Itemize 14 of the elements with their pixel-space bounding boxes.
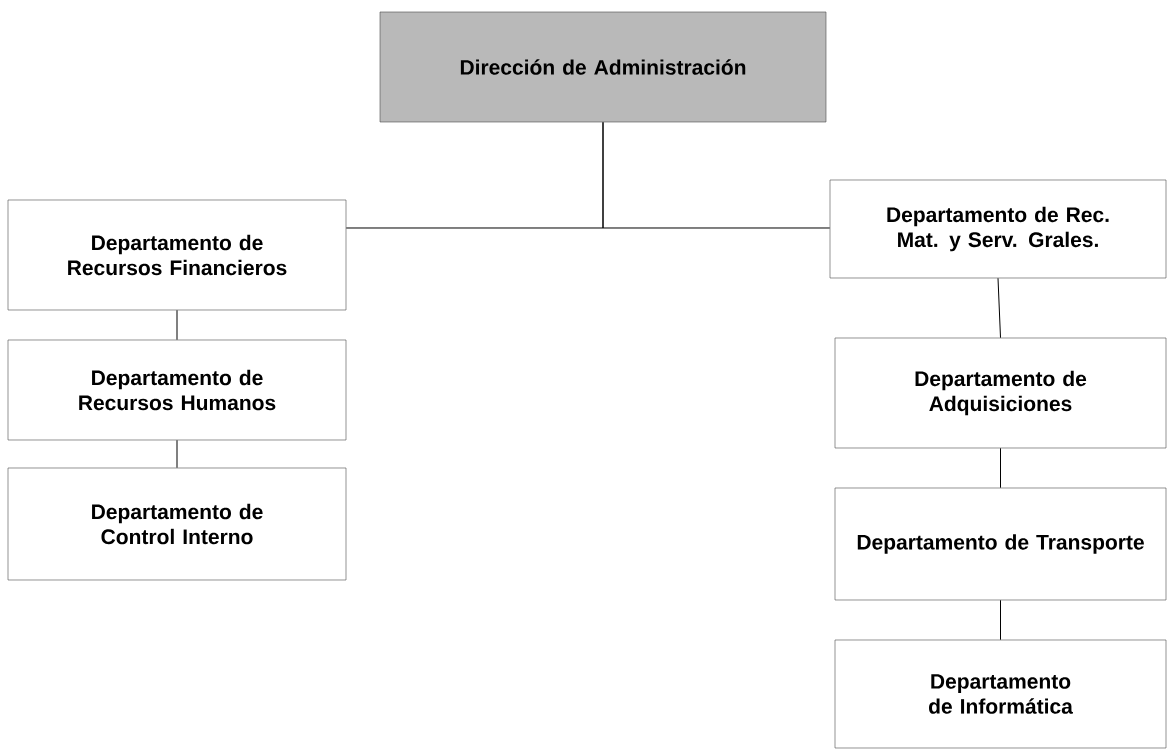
department-box: Departamento de Recursos Financieros [7,199,347,311]
connector-line [602,121,831,229]
department-box: Departamento de Rec. Mat. y Serv. Grales. [829,179,1167,279]
connector-line [176,309,178,341]
connector-line [1000,447,1001,489]
connector-line [997,277,1001,339]
connector-line [176,439,178,469]
heading-box: Dirección de Administración [379,11,827,123]
department-box: Departamento de Control Interno [7,467,347,581]
department-box: Departamento de Transporte [834,487,1167,601]
department-box: Departamento de Adquisiciones [834,337,1167,449]
department-box: Departamento de Informática [834,639,1167,749]
department-box: Departamento de Recursos Humanos [7,339,347,441]
connector-line [1000,599,1001,641]
